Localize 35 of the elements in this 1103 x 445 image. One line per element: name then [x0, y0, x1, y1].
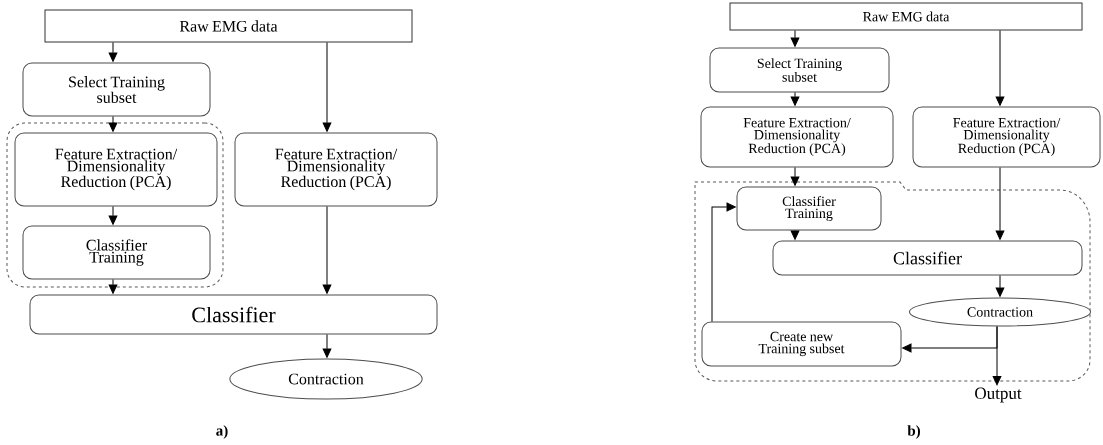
process-box: Classifier [772, 240, 1083, 276]
arrow [995, 30, 1005, 106]
process-box: Feature Extraction/ Dimensionality Reduction (PCA) [234, 132, 438, 207]
node-label: Contraction [967, 307, 1033, 317]
arrow [108, 279, 118, 294]
dashed-group-outline [694, 181, 1091, 382]
arrow [322, 206, 332, 294]
arrow [790, 30, 800, 47]
process-box: Select Training subset [709, 47, 890, 93]
arrow [790, 230, 800, 240]
process-box: Feature Extraction/ Dimensionality Reduction (PCA) [912, 106, 1101, 168]
arrow [790, 92, 800, 106]
arrow [108, 116, 118, 132]
arrow [995, 167, 1005, 240]
arrow [992, 326, 1002, 386]
arrow [108, 206, 118, 225]
process-box: Classifier Training [736, 186, 882, 231]
arrow [711, 202, 736, 322]
process-box: Create new Training subset [701, 321, 902, 367]
arrow [790, 167, 800, 186]
process-box: Classifier [29, 294, 438, 335]
process-box: Classifier Training [22, 225, 211, 280]
process-box: Feature Extraction/ Dimensionality Reduction (PCA) [700, 106, 894, 168]
panel-label: a) [216, 425, 228, 439]
process-box: Feature Extraction/ Dimensionality Reduction (PCA) [14, 132, 218, 207]
arrow [108, 42, 118, 62]
arrow [995, 275, 1005, 297]
output-label: Output [973, 386, 1023, 404]
process-box: Select Training subset [22, 62, 211, 117]
process-box: Raw EMG data [44, 9, 413, 43]
arrow [322, 42, 332, 132]
process-box: Raw EMG data [729, 2, 1083, 31]
panel-label: b) [907, 425, 920, 439]
dashed-group-outline [6, 122, 224, 288]
arrow [322, 334, 332, 358]
